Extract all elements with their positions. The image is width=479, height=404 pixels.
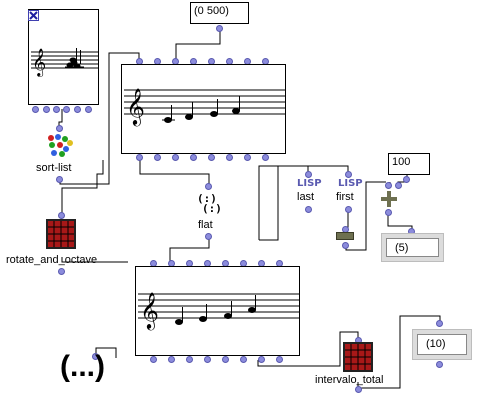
staff-bottom: 𝄞 bbox=[138, 291, 299, 330]
list-input-box[interactable]: (0 500) bbox=[190, 2, 249, 24]
intervalo-total-label: intervalo_total bbox=[315, 374, 384, 386]
red-grid-icon[interactable] bbox=[46, 219, 76, 249]
inlet-port[interactable] bbox=[385, 182, 392, 189]
outlet-port[interactable] bbox=[43, 106, 50, 113]
first-label: first bbox=[336, 191, 354, 203]
inlet-port[interactable] bbox=[58, 212, 65, 219]
svg-text:(:): (:) bbox=[202, 202, 222, 214]
score-box-small[interactable]: 𝄞 bbox=[28, 9, 99, 105]
result-value: (5) bbox=[386, 238, 439, 257]
outlet-port[interactable] bbox=[342, 242, 349, 249]
outlet-port[interactable] bbox=[208, 154, 215, 161]
sort-list-label: sort-list bbox=[36, 162, 72, 174]
inlet-port[interactable] bbox=[305, 171, 312, 178]
score-box-top[interactable]: 𝄞 bbox=[121, 64, 286, 154]
inlet-port[interactable] bbox=[56, 125, 63, 132]
olive-rect-icon[interactable] bbox=[336, 232, 354, 240]
colored-dots-icon[interactable] bbox=[46, 133, 74, 159]
inlet-port[interactable] bbox=[436, 320, 443, 327]
lisp-badge: LISP bbox=[338, 178, 363, 189]
outlet-port[interactable] bbox=[56, 176, 63, 183]
inlet-port[interactable] bbox=[92, 353, 99, 360]
outlet-port[interactable] bbox=[53, 106, 60, 113]
outlet-port[interactable] bbox=[226, 154, 233, 161]
outlet-port[interactable] bbox=[168, 356, 175, 363]
outlet-port[interactable] bbox=[244, 154, 251, 161]
red-grid-icon[interactable] bbox=[343, 342, 373, 372]
outlet-port[interactable] bbox=[154, 154, 161, 161]
result-value: (10) bbox=[417, 334, 467, 355]
svg-text:(:): (:) bbox=[197, 192, 217, 205]
outlet-port[interactable] bbox=[258, 356, 265, 363]
inlet-port[interactable] bbox=[395, 182, 402, 189]
outlet-port[interactable] bbox=[58, 268, 65, 275]
outlet-port[interactable] bbox=[403, 176, 410, 183]
outlet-port[interactable] bbox=[240, 356, 247, 363]
outlet-port[interactable] bbox=[216, 25, 223, 32]
result-box[interactable]: (10) bbox=[412, 329, 472, 360]
outlet-port[interactable] bbox=[32, 106, 39, 113]
svg-text:𝄞: 𝄞 bbox=[140, 291, 159, 330]
outlet-port[interactable] bbox=[385, 209, 392, 216]
last-label: last bbox=[297, 191, 315, 203]
outlet-port[interactable] bbox=[63, 106, 70, 113]
close-x-icon[interactable] bbox=[28, 8, 39, 21]
outlet-port[interactable] bbox=[345, 206, 352, 213]
score-box-bottom[interactable]: 𝄞 bbox=[135, 266, 300, 356]
outlet-port[interactable] bbox=[205, 233, 212, 240]
svg-text:𝄞: 𝄞 bbox=[32, 48, 46, 77]
result-box[interactable]: (5) bbox=[381, 233, 444, 262]
outlet-port[interactable] bbox=[172, 154, 179, 161]
outlet-port[interactable] bbox=[262, 154, 269, 161]
inlet-port[interactable] bbox=[205, 183, 212, 190]
svg-text:𝄞: 𝄞 bbox=[126, 87, 145, 126]
outlet-port[interactable] bbox=[436, 361, 443, 368]
outlet-port[interactable] bbox=[190, 154, 197, 161]
outlet-port[interactable] bbox=[136, 154, 143, 161]
outlet-port[interactable] bbox=[150, 356, 157, 363]
outlet-port[interactable] bbox=[204, 356, 211, 363]
inlet-port[interactable] bbox=[345, 171, 352, 178]
lisp-badge: LISP bbox=[297, 178, 322, 189]
staff-top: 𝄞 bbox=[124, 87, 285, 126]
outlet-port[interactable] bbox=[305, 206, 312, 213]
outlet-port[interactable] bbox=[186, 356, 193, 363]
flat-brackets-icon[interactable]: (:) (:) bbox=[196, 192, 222, 215]
outlet-port[interactable] bbox=[276, 356, 283, 363]
ellipsis-box[interactable]: (...) bbox=[60, 350, 105, 383]
outlet-port[interactable] bbox=[222, 356, 229, 363]
flat-label: flat bbox=[198, 219, 213, 231]
rotate-and-octave-label: rotate_and_octave bbox=[6, 254, 98, 266]
number-input-box[interactable]: 100 bbox=[388, 153, 430, 175]
outlet-port[interactable] bbox=[74, 106, 81, 113]
outlet-port[interactable] bbox=[85, 106, 92, 113]
staff-small: 𝄞 bbox=[31, 48, 98, 77]
outlet-port[interactable] bbox=[355, 386, 362, 393]
plus-icon[interactable] bbox=[381, 190, 397, 208]
